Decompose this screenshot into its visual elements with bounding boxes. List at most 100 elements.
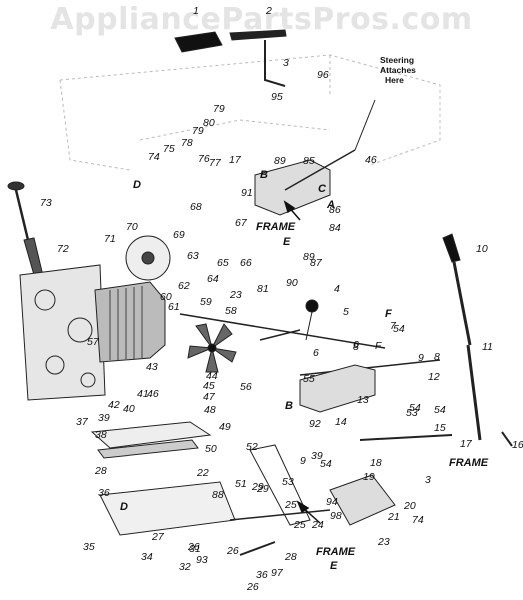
part-number-label: 25 bbox=[284, 499, 297, 511]
part-number-label: 97 bbox=[271, 567, 284, 579]
part-number-label: 88 bbox=[212, 489, 224, 501]
letter-label: D bbox=[133, 179, 141, 191]
part-number-label: 22 bbox=[196, 467, 209, 479]
part-number-label: 26 bbox=[187, 541, 200, 553]
part-number-label: 84 bbox=[329, 222, 341, 234]
part-number-label: 11 bbox=[482, 341, 493, 353]
letter-label: B bbox=[260, 169, 268, 181]
part-number-label: 24 bbox=[311, 519, 324, 531]
part-number-label: 70 bbox=[126, 221, 138, 233]
part-number-label: 55 bbox=[303, 373, 315, 385]
part-number-label: 67 bbox=[235, 217, 248, 229]
part-number-label: 91 bbox=[241, 187, 253, 199]
part-number-label: 89 bbox=[303, 251, 315, 263]
part-number-label: 52 bbox=[246, 441, 258, 453]
part-number-label: 37 bbox=[76, 416, 89, 428]
part-number-label: 87 bbox=[310, 257, 323, 269]
part-number-label: 74 bbox=[412, 514, 424, 526]
part-number-label: 81 bbox=[257, 283, 269, 295]
part-number-label: 13 bbox=[357, 394, 369, 406]
part-number-label: 54 bbox=[434, 404, 446, 416]
part-number-label: 94 bbox=[326, 496, 338, 508]
part-number-label: 77 bbox=[209, 157, 222, 169]
part-number-label: 48 bbox=[204, 404, 216, 416]
part-number-label: 79 bbox=[213, 103, 225, 115]
part-number-label: 54 bbox=[320, 458, 332, 470]
part-number-label: 29 bbox=[256, 483, 269, 495]
letter-label: B bbox=[285, 400, 293, 412]
letter-label: F bbox=[385, 308, 392, 320]
part-number-label: 85 bbox=[303, 155, 315, 167]
part-number-label: 79 bbox=[192, 125, 204, 137]
frame-label: E bbox=[330, 560, 338, 572]
part-number-label: 15 bbox=[434, 422, 446, 434]
frame-label: FRAME bbox=[256, 221, 296, 233]
part-number-label: 69 bbox=[173, 229, 185, 241]
part-number-label: 47 bbox=[203, 391, 216, 403]
part-number-label: 42 bbox=[108, 399, 120, 411]
part-number-label: 10 bbox=[476, 243, 488, 255]
frame-label: E bbox=[283, 236, 291, 248]
part-number-label: 4 bbox=[334, 283, 340, 295]
part-number-label: 8 bbox=[353, 341, 359, 353]
part-number-label: 65 bbox=[217, 257, 229, 269]
steering-note-line: Attaches bbox=[380, 65, 416, 75]
part-number-label: F bbox=[375, 340, 382, 352]
part-number-label: 86 bbox=[329, 204, 341, 216]
part-number-label: 38 bbox=[95, 429, 107, 441]
part-number-label: 54 bbox=[409, 402, 421, 414]
part-number-label: 75 bbox=[163, 143, 175, 155]
part-number-label: 18 bbox=[370, 457, 382, 469]
part-number-label: 26 bbox=[246, 581, 259, 593]
part-number-label: 98 bbox=[330, 510, 342, 522]
part-number-label: 45 bbox=[203, 380, 215, 392]
part-number-label: 60 bbox=[160, 291, 172, 303]
part-number-label: 6 bbox=[353, 339, 359, 351]
part-number-label: 50 bbox=[205, 443, 217, 455]
part-number-label: 9 bbox=[418, 352, 424, 364]
part-number-label: 73 bbox=[40, 197, 52, 209]
letter-label: A bbox=[326, 199, 335, 211]
part-number-label: 23 bbox=[377, 536, 390, 548]
part-number-label: 31 bbox=[189, 543, 201, 555]
part-number-label: 58 bbox=[225, 305, 237, 317]
part-number-label: 3 bbox=[283, 57, 289, 69]
part-number-label: 71 bbox=[104, 233, 116, 245]
part-number-label: 39 bbox=[311, 450, 323, 462]
part-number-label: 36 bbox=[98, 487, 110, 499]
part-number-label: 46 bbox=[365, 154, 377, 166]
part-number-label: 43 bbox=[146, 361, 158, 373]
part-number-label: 78 bbox=[181, 137, 193, 149]
part-number-label: 14 bbox=[335, 416, 347, 428]
part-number-label: 25 bbox=[293, 519, 306, 531]
part-number-label: 3 bbox=[425, 474, 431, 486]
part-number-label: 53 bbox=[282, 476, 294, 488]
part-number-label: 72 bbox=[57, 243, 69, 255]
part-number-label: 44 bbox=[206, 370, 218, 382]
part-number-label: 34 bbox=[141, 551, 153, 563]
part-number-label: 6 bbox=[313, 347, 319, 359]
part-number-label: 51 bbox=[235, 478, 247, 490]
part-number-label: 64 bbox=[207, 273, 219, 285]
part-number-label: 62 bbox=[178, 280, 190, 292]
part-number-label: 23 bbox=[229, 289, 242, 301]
part-number-label: 54 bbox=[393, 323, 405, 335]
part-number-label: 20 bbox=[403, 500, 416, 512]
part-number-label: 8 bbox=[434, 351, 440, 363]
steering-note-line: Steering bbox=[380, 55, 414, 65]
part-number-label: 80 bbox=[203, 117, 215, 129]
part-number-label: 74 bbox=[148, 151, 160, 163]
letter-label: D bbox=[120, 501, 128, 513]
part-number-label: 32 bbox=[179, 561, 191, 573]
part-number-label: 9 bbox=[300, 455, 306, 467]
part-number-label: 2 bbox=[265, 5, 272, 17]
frame-label: FRAME bbox=[316, 546, 356, 558]
part-number-label: 17 bbox=[460, 438, 473, 450]
part-number-label: 59 bbox=[200, 296, 212, 308]
part-number-label: 29 bbox=[251, 481, 264, 493]
part-number-label: 12 bbox=[428, 371, 440, 383]
part-number-label: 39 bbox=[98, 412, 110, 424]
part-number-label: 19 bbox=[363, 471, 375, 483]
